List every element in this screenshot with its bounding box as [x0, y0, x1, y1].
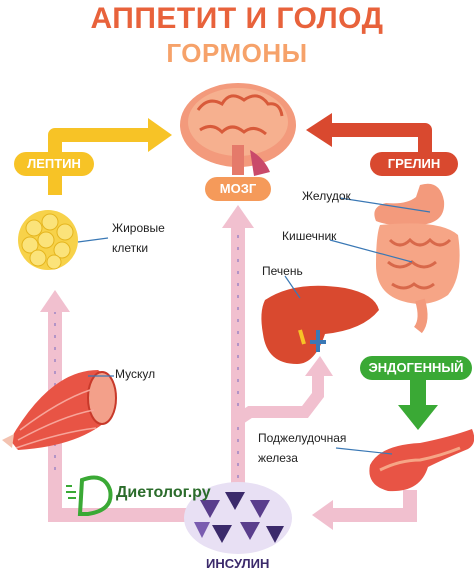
- fat-cells-icon: [18, 210, 78, 270]
- pancreas-label-line2: железа: [258, 451, 298, 465]
- intestine-label: Кишечник: [282, 229, 337, 243]
- muscle-label: Мускул: [115, 367, 156, 381]
- endogenous-arrow: [398, 380, 438, 430]
- liver-label: Печень: [262, 264, 303, 278]
- pancreas-label: Поджелудочная железа: [258, 430, 346, 466]
- insulin-pathways: [40, 205, 417, 530]
- subtitle: ГОРМОНЫ: [166, 38, 308, 68]
- fat-cells-label-line1: Жировые: [112, 221, 165, 235]
- insulin-label: ИНСУЛИН: [206, 556, 270, 571]
- fat-cells-label-line2: клетки: [112, 241, 149, 255]
- muscle-icon: [2, 370, 117, 450]
- liver-icon: [261, 285, 379, 364]
- pancreas-icon: [369, 429, 474, 492]
- insulin-cells-icon: [184, 482, 292, 554]
- pancreas-label-line1: Поджелудочная: [258, 431, 347, 445]
- endogenous-label: ЭНДОГЕННЫЙ: [360, 356, 472, 380]
- ghrelin-label: ГРЕЛИН: [370, 152, 458, 176]
- stomach-label: Желудок: [302, 189, 351, 203]
- main-title: АППЕТИТ И ГОЛОД: [90, 2, 384, 35]
- intestine-icon: [376, 223, 460, 334]
- fat-cells-label: Жировые клетки: [112, 220, 165, 256]
- stomach-icon: [374, 183, 445, 226]
- logo-icon: [66, 475, 113, 516]
- leptin-label: ЛЕПТИН: [14, 152, 94, 176]
- logo-text: Диетолог.ру: [116, 484, 211, 501]
- brain-icon: [180, 83, 296, 176]
- brain-label: МОЗГ: [205, 177, 271, 201]
